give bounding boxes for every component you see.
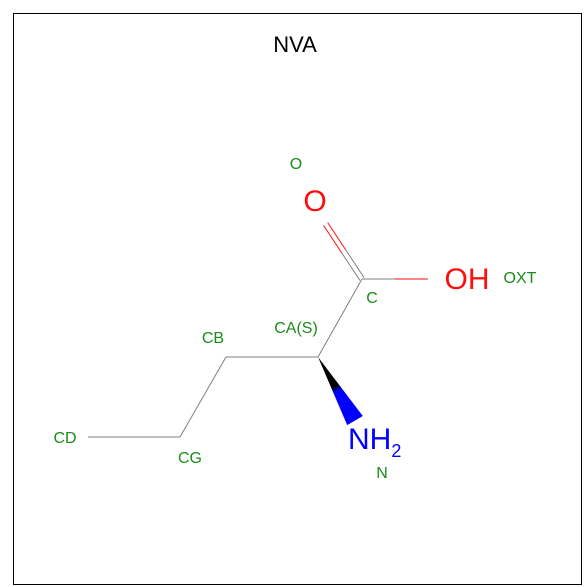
atom-symbol-o: O <box>303 185 326 218</box>
bond-c-o-1-b <box>323 225 343 254</box>
molecule-title: NVA <box>273 32 317 57</box>
atom-label-n: N <box>376 465 388 482</box>
atom-label-cd: CD <box>53 430 76 447</box>
atom-label-o: O <box>290 156 302 173</box>
bond-ca-c-b <box>339 278 363 319</box>
atom-symbol-n-main: NH <box>348 423 391 456</box>
bond-c-o-1-a <box>341 252 361 281</box>
atom-symbol-oxt: OH <box>445 263 490 296</box>
bond-cg-cb-a <box>179 396 204 438</box>
atom-label-cb: CB <box>202 330 224 347</box>
atom-label-oxt: OXT <box>504 270 537 287</box>
atom-label-ca: CA(S) <box>274 320 318 337</box>
bond-ca-c-a <box>317 317 341 358</box>
atom-symbol-n: NH2 <box>348 423 401 461</box>
bond-ca-n-wedge <box>318 357 363 426</box>
bond-c-o-2-b <box>327 222 347 251</box>
bond-cg-cb-b <box>202 356 227 398</box>
atom-label-c: C <box>366 290 378 307</box>
bond-c-o-2-a <box>345 249 365 278</box>
bond-layer <box>88 222 428 438</box>
atom-label-cg: CG <box>178 450 202 467</box>
diagram-frame <box>13 13 582 585</box>
atom-symbol-n-subscript: 2 <box>391 441 401 461</box>
